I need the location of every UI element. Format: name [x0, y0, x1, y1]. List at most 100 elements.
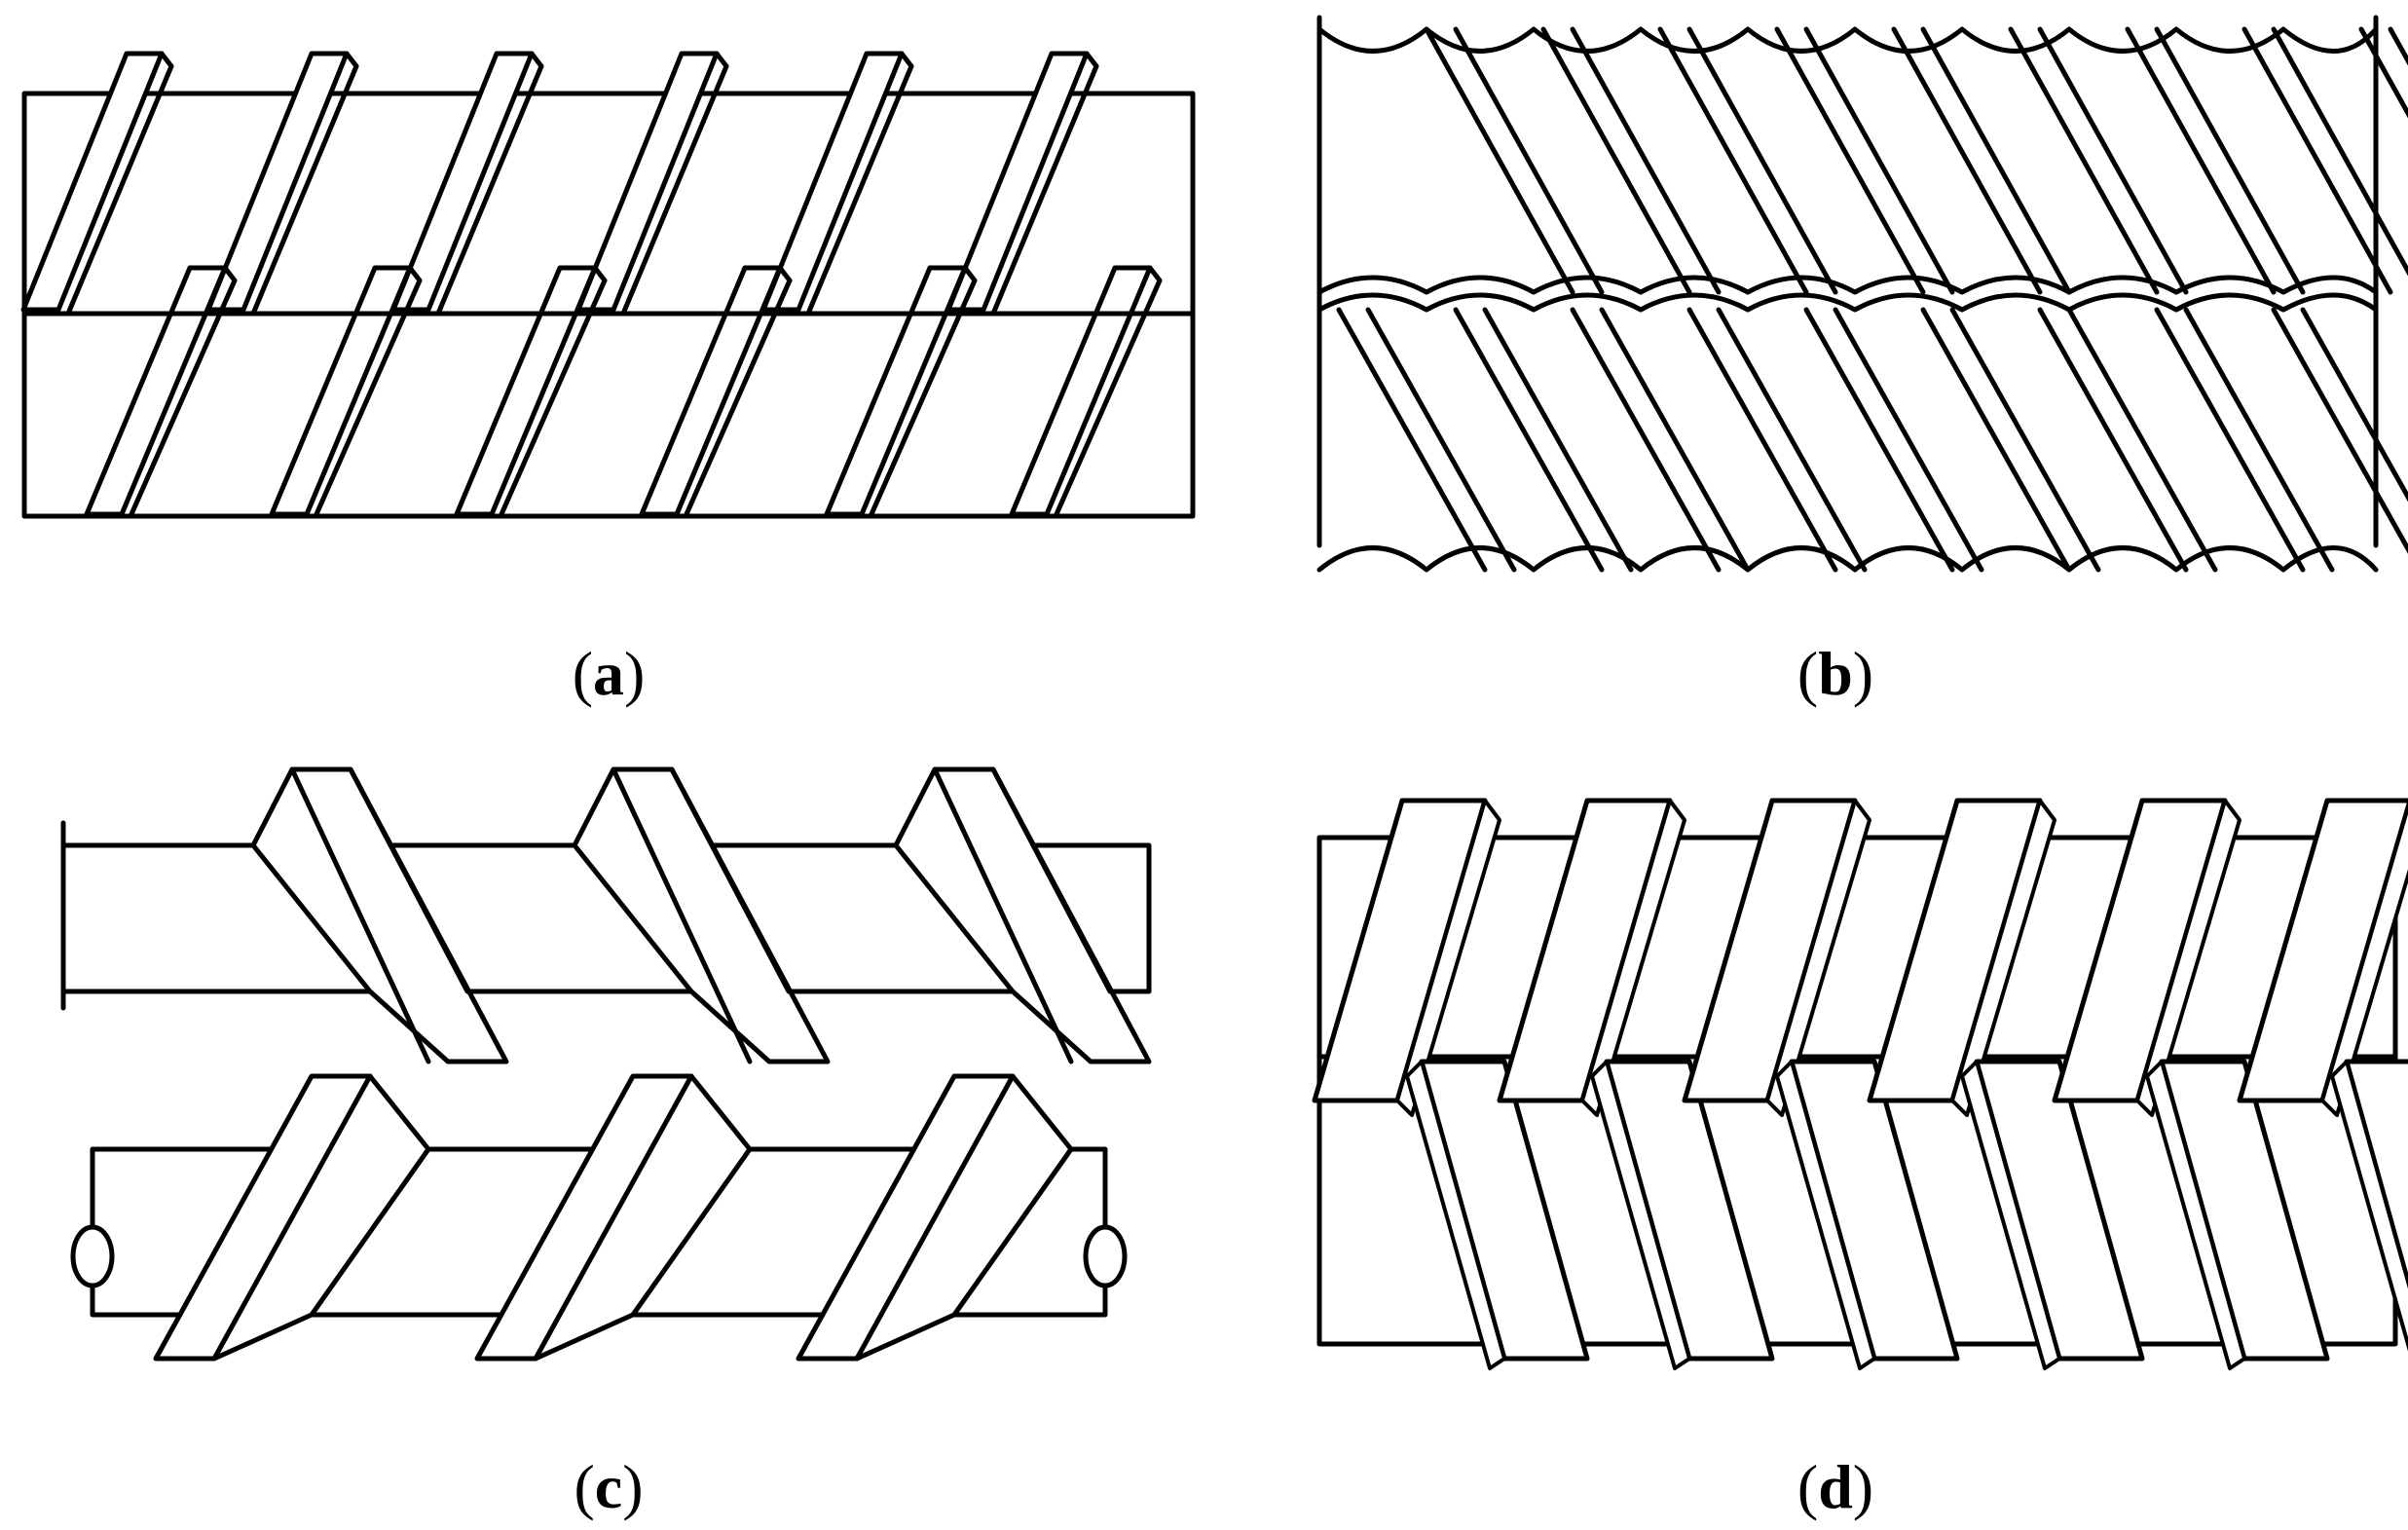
- panel-c-upper-flight-edge: [611, 766, 753, 1064]
- panel-d-lower-block-side: [1405, 1060, 1506, 1370]
- panel-a-upper-flight-edge: [344, 51, 359, 69]
- panel-d-lower-block-side: [1775, 1060, 1876, 1370]
- panel-c-upper-flight-edge: [289, 766, 431, 1064]
- panel-c-lower-left-cap: [70, 1224, 115, 1288]
- panel-d-upper-block-side: [1950, 799, 2056, 1117]
- panel-c-upper-flight-edge: [990, 766, 1113, 994]
- panel-a-lower-flight-edge: [962, 265, 978, 283]
- panel-b-mesh-wave-1: [1316, 275, 2379, 295]
- panel-a-lower-flight: [454, 265, 598, 517]
- panel-a-upper-flight: [390, 51, 535, 313]
- panel-d-lower-block-side: [1590, 1060, 1691, 1370]
- panel-b-upper-flight-line: [2037, 26, 2189, 295]
- panel-a-lower-screw: [21, 265, 1196, 519]
- panel-a-lower-flight-edge: [499, 278, 608, 517]
- panel-c-lower-flight-edge: [533, 1073, 694, 1362]
- panel-a-lower-flight: [639, 265, 783, 517]
- caption-d: (d): [1797, 1452, 1874, 1521]
- panel-a-lower-flight-edge: [1054, 278, 1163, 517]
- panel-d-upper-block-side: [2320, 800, 2408, 1117]
- panel-a-lower-flight-edge: [222, 265, 238, 283]
- panel-b-upper-flight-line: [2358, 26, 2408, 119]
- panel-a-upper-flight-edge: [159, 51, 174, 69]
- panel-b-lower-flight-line: [2154, 307, 2306, 573]
- panel-b-lower-flight-line: [1803, 307, 1955, 573]
- panel-d-lower-block-side: [2330, 1060, 2408, 1352]
- panel-a-lower-flight-edge: [592, 265, 608, 283]
- panel-a-lower-flight: [84, 265, 228, 517]
- panel-d-upper-block-side: [1580, 799, 1686, 1117]
- panel-b-lower-flight-line: [2183, 307, 2335, 573]
- panel-b-bottom-scallop: [1316, 545, 2379, 573]
- panel-a-upper-flight-edge: [250, 63, 359, 317]
- panel-a-upper-flight-edge: [1084, 51, 1099, 69]
- panel-c-lower-flight-edge: [854, 1073, 1016, 1362]
- panel-b-upper-flight-line: [2125, 26, 2277, 295]
- panel-b-lower-flight-line: [1570, 307, 1722, 573]
- panel-c-lower-right-cap: [1083, 1224, 1128, 1288]
- panel-b-upper-flight-line: [1891, 26, 2043, 295]
- panel-b-lower-flight-line: [1482, 307, 1634, 573]
- panel-b-top-scallop: [1316, 26, 2379, 54]
- panel-a-screw-pair: [20, 51, 1196, 519]
- panel-a-upper-flight-edge: [435, 63, 544, 317]
- panel-b-upper-flight-line: [1453, 26, 1605, 295]
- panel-b-upper-flight-line: [2008, 26, 2160, 295]
- panel-b-lower-flight-line: [1599, 307, 1751, 573]
- panel-b-mesh-wave-2: [1316, 292, 2379, 313]
- panel-b-lower-flight-line: [2300, 307, 2408, 503]
- panel-b-upper-flight-line: [1774, 26, 1926, 295]
- panel-d-lower-block-side: [1960, 1060, 2061, 1370]
- panel-b-upper-flight-line: [1686, 26, 1838, 295]
- panel-a-lower-flight: [824, 265, 968, 517]
- panel-c-screw-pair: [60, 766, 1152, 1362]
- panel-b-lower-flight-line: [2271, 307, 2408, 554]
- caption-c: (c): [574, 1452, 644, 1521]
- caption-b: (b): [1797, 639, 1874, 708]
- panel-a-upper-flight-edge: [620, 63, 729, 317]
- panel-a-lower-flight-edge: [869, 278, 978, 517]
- panel-b-lower-flight-line: [1920, 307, 2072, 573]
- panel-a-upper-flight: [205, 51, 350, 313]
- panel-d-screw-pair: [1312, 798, 2408, 1370]
- panel-d-upper-block-side: [2135, 799, 2241, 1117]
- panel-a-upper-flight: [20, 51, 165, 313]
- panel-b-lower-flight-line: [1949, 307, 2101, 573]
- panel-c-upper-flight-edge: [669, 766, 792, 994]
- panel-b-lower-flight-line: [2066, 307, 2218, 573]
- caption-a: (a): [572, 639, 646, 708]
- panel-a-lower-flight-edge: [1147, 265, 1163, 283]
- panel-b-lower-flight-line: [1365, 307, 1517, 573]
- panel-c-upper-flight-edge: [932, 766, 1074, 1064]
- panel-b-lower-flight-line: [1336, 307, 1488, 573]
- panel-a-upper-flight-edge: [65, 63, 174, 317]
- panel-b-upper-flight-line: [2241, 26, 2393, 295]
- panel-b-upper-flight-line: [1920, 26, 2072, 295]
- panel-a-lower-root: [21, 311, 1196, 519]
- panel-a-upper-flight-edge: [990, 63, 1099, 317]
- panel-b-upper-flight-line: [2271, 26, 2408, 277]
- panel-a-upper-flight-edge: [529, 51, 544, 69]
- panel-d-lower-block-side: [2145, 1060, 2246, 1370]
- panel-b-lower-flight-line: [1716, 307, 1868, 573]
- panel-a-lower-flight-edge: [314, 278, 423, 517]
- panel-a-upper-flight: [575, 51, 720, 313]
- panel-b-lower-flight-line: [2037, 307, 2189, 573]
- panel-b-lower-flight-line: [1833, 307, 1984, 573]
- panel-a-upper-flight-edge: [714, 51, 729, 69]
- panel-b-lower-flight-line: [1453, 307, 1605, 573]
- panel-a-lower-flight-edge: [407, 265, 423, 283]
- panel-c-lower-flight-edge: [211, 1073, 373, 1362]
- panel-a-upper-flight: [945, 51, 1090, 313]
- panel-a-upper-flight: [760, 51, 905, 313]
- panel-a-upper-flight-edge: [805, 63, 914, 317]
- panel-b-upper-flight-line: [1803, 26, 1955, 295]
- panel-c-upper-flight-edge: [348, 766, 470, 994]
- panel-b-screw-pair: [1316, 15, 2408, 573]
- panel-a-lower-flight-edge: [777, 265, 793, 283]
- panel-b-upper-flight-line: [1424, 26, 1575, 295]
- panel-a-lower-flight-edge: [129, 278, 238, 517]
- panel-a-lower-flight: [269, 265, 413, 517]
- panel-d-upper-block-side: [1765, 799, 1871, 1117]
